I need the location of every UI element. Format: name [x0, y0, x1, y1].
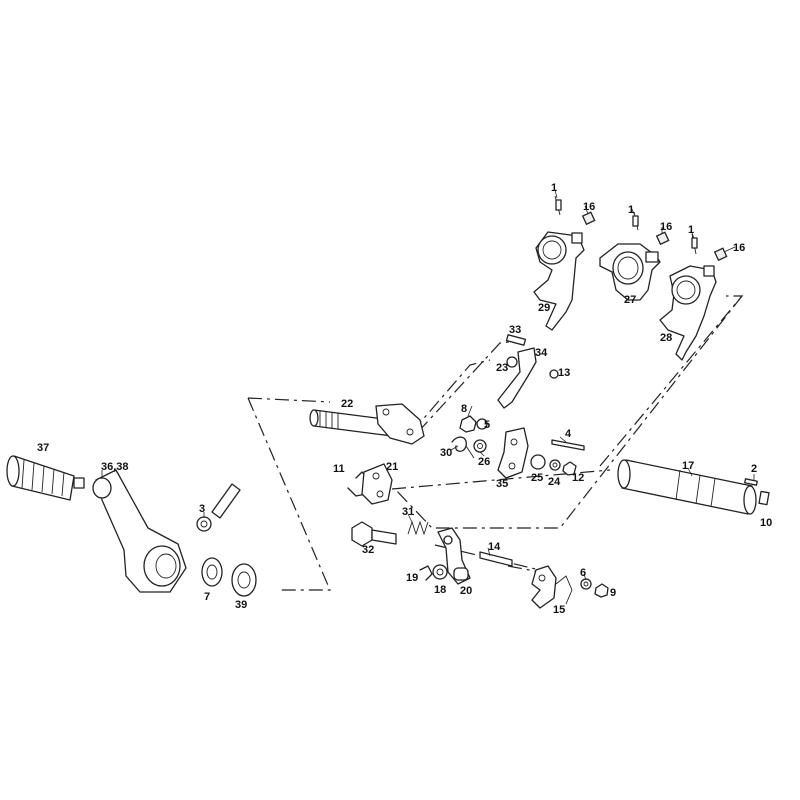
fork-pins	[554, 195, 728, 262]
lever-20	[437, 527, 471, 585]
label-13: 13	[558, 367, 570, 379]
label-11: 11	[333, 463, 345, 475]
label-16: 16	[660, 221, 672, 233]
clip-19-washer-18	[419, 564, 448, 581]
lever-15	[531, 565, 573, 609]
label-12: 12	[572, 472, 584, 484]
label-16: 16	[733, 242, 745, 254]
label-7: 7	[204, 591, 210, 603]
foot-peg-37	[6, 455, 85, 501]
label-1: 1	[688, 224, 694, 236]
spring-31	[407, 520, 429, 536]
label-34: 34	[535, 347, 548, 359]
label-17: 17	[682, 460, 694, 472]
shift-lever-36-38	[92, 469, 187, 593]
label-23: 23	[496, 362, 508, 374]
label-35: 35	[496, 478, 508, 490]
label-3: 3	[199, 503, 205, 515]
label-37: 37	[37, 442, 49, 454]
label-9: 9	[610, 587, 616, 599]
label-25: 25	[531, 472, 543, 484]
label-28: 28	[660, 332, 672, 344]
pin-14	[479, 551, 513, 567]
bolt-32	[351, 521, 397, 547]
label-36-38: 36,38	[101, 461, 129, 473]
spacers-7-39	[201, 557, 257, 597]
label-19: 19	[406, 572, 418, 584]
label-30: 30	[440, 447, 452, 459]
label-1: 1	[628, 204, 634, 216]
washers-25-24-12	[530, 454, 577, 476]
label-2: 2	[751, 463, 757, 475]
label-10: 10	[760, 517, 772, 529]
shift-shaft-22	[309, 403, 425, 445]
label-16: 16	[583, 201, 595, 213]
label-8: 8	[461, 403, 467, 415]
label-4: 4	[565, 428, 572, 440]
pawl-assembly	[497, 334, 559, 409]
label-18: 18	[434, 584, 446, 596]
leader-lines	[101, 189, 755, 581]
shift-fork-29	[533, 231, 585, 331]
retainer-11-plate-21	[347, 463, 393, 505]
label-31: 31	[402, 506, 414, 518]
label-1: 1	[551, 182, 557, 194]
label-21: 21	[386, 461, 398, 473]
label-5: 5	[484, 419, 490, 431]
label-33: 33	[509, 324, 521, 336]
label-32: 32	[362, 544, 374, 556]
washer-6-nut-9	[580, 578, 609, 598]
label-27: 27	[624, 294, 636, 306]
label-24: 24	[548, 476, 561, 488]
label-15: 15	[553, 604, 565, 616]
shift-drum-17	[617, 459, 770, 515]
label-14: 14	[488, 541, 501, 553]
part-labels: 1 16 1 16 1 16 29 27 28 33 34 23 13 22 8…	[37, 182, 772, 616]
shift-fork-27	[599, 243, 661, 301]
label-22: 22	[341, 398, 353, 410]
shaft-small-parts	[451, 415, 488, 459]
label-6: 6	[580, 567, 586, 579]
label-29: 29	[538, 302, 550, 314]
label-26: 26	[478, 456, 490, 468]
stud-4	[551, 439, 585, 451]
label-20: 20	[460, 585, 472, 597]
label-39: 39	[235, 599, 247, 611]
bracket-35	[497, 427, 529, 479]
shift-fork-28	[659, 265, 717, 361]
